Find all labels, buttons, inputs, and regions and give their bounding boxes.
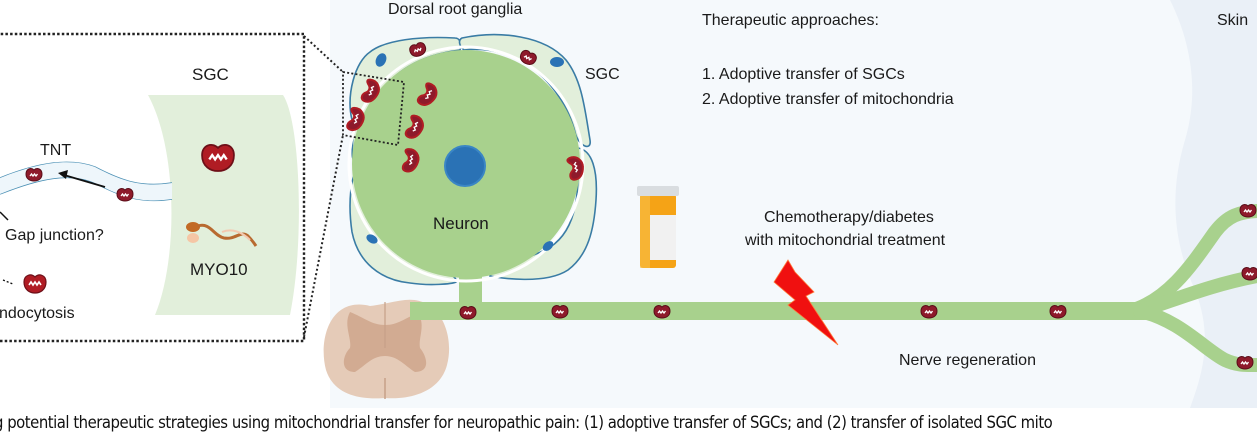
injury-line-1: Chemotherapy/diabetes	[764, 209, 934, 226]
nerve-regeneration-label: Nerve regeneration	[899, 352, 1036, 369]
spinal-cord-icon	[323, 299, 450, 399]
terminal-mitochondrion	[1239, 203, 1257, 218]
injury-line-2: with mitochondrial treatment	[744, 232, 946, 249]
terminal-mitochondrion	[1236, 355, 1254, 370]
therapy-item-2: 2. Adoptive transfer of mitochondria	[702, 91, 954, 108]
drg-sgc-label: SGC	[585, 66, 620, 83]
axon-main	[410, 302, 1152, 320]
sgc-cell-right	[489, 147, 598, 281]
tnt-mitochondrion-2	[116, 187, 134, 202]
tnt-label: TNT	[40, 142, 71, 159]
endocytosis-label: ndocytosis	[0, 305, 75, 322]
skin-layer	[1170, 0, 1257, 408]
tnt-mitochondrion-1	[25, 167, 43, 182]
mitochondrion	[653, 304, 671, 319]
endocytosis-pointer	[2, 279, 14, 285]
lightning-bolt-icon	[773, 259, 839, 346]
endocytosis-mitochondrion	[23, 274, 47, 294]
sgc-nucleus	[550, 57, 564, 67]
skin-label: Skin	[1217, 12, 1248, 29]
neuron-nucleus	[444, 145, 486, 187]
sgc-nuclei	[366, 53, 564, 251]
mitochondrion	[551, 304, 569, 319]
inset-sgc-label: SGC	[192, 65, 229, 84]
therapy-heading: Therapeutic approaches:	[702, 12, 879, 29]
neuron-label: Neuron	[433, 214, 489, 233]
myo10-label: MYO10	[190, 260, 248, 279]
sgc-nucleus	[366, 234, 378, 244]
mitochondrion	[1049, 304, 1067, 319]
zoom-region-box	[342, 70, 405, 147]
mitochondrion	[459, 305, 477, 320]
sgc-nucleus	[542, 241, 554, 251]
sgc-mitochondrion	[200, 143, 236, 173]
drg-title: Dorsal root ganglia	[388, 1, 522, 18]
therapy-item-1: 1. Adoptive transfer of SGCs	[702, 66, 905, 83]
figure-caption: g potential therapeutic strategies using…	[0, 413, 1053, 433]
inset-connector-bottom	[303, 134, 344, 338]
inset-detail: SGC TNT Gap junction? ndocytosis MYO10	[0, 32, 344, 343]
myo10-icon	[186, 222, 258, 247]
terminal-mitochondrion	[1241, 266, 1257, 281]
gap-junction-label: Gap junction?	[5, 227, 104, 244]
mitochondrion	[920, 304, 938, 319]
inset-sgc-cell	[148, 95, 299, 315]
sgc-nucleus	[375, 53, 387, 67]
gap-junction-pointer	[0, 211, 9, 221]
pill-bottle-icon	[637, 186, 679, 268]
tnt-arrow-head	[58, 170, 68, 179]
tnt-arrow-shaft	[63, 174, 106, 188]
